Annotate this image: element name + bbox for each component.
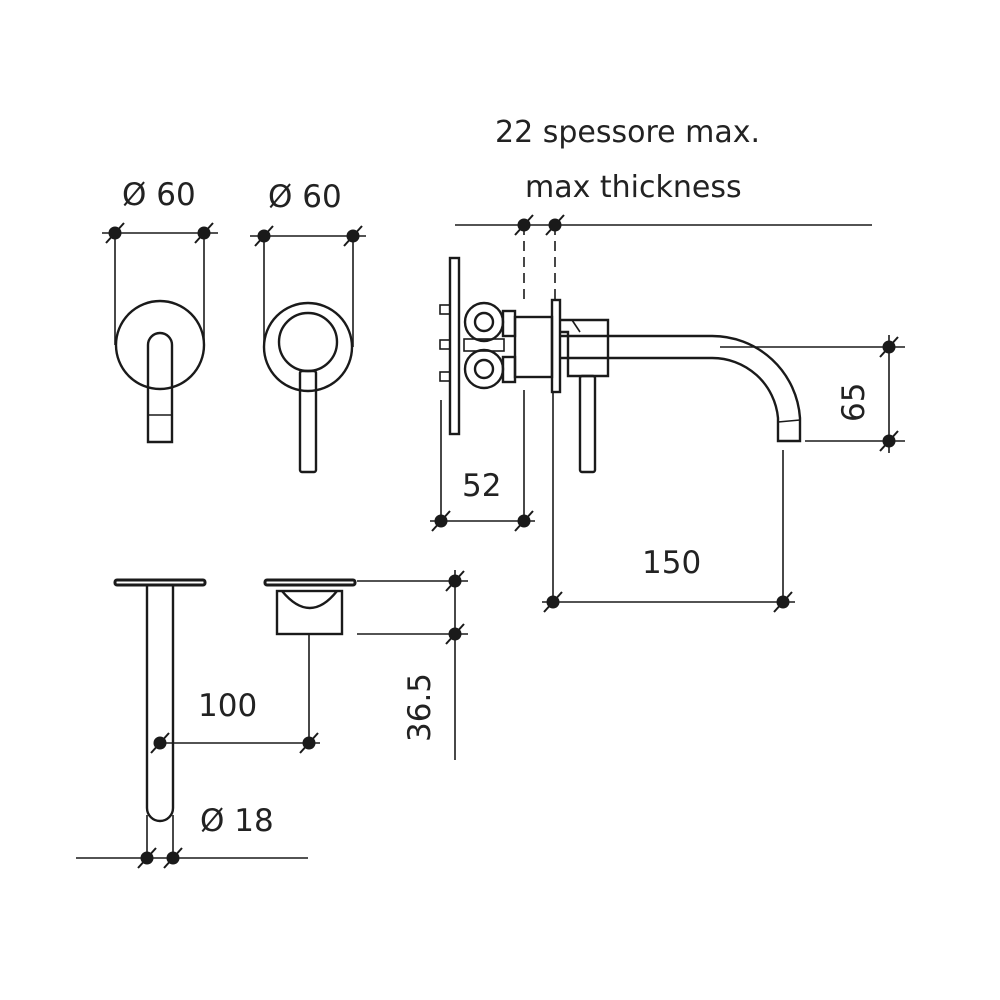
- plan-view-spout: [113, 578, 207, 823]
- dimension-52: 52: [430, 390, 535, 532]
- dia-18-label: Ø 18: [200, 803, 274, 839]
- dimension-dia-18: Ø 18: [76, 803, 308, 869]
- dimension-150: 150: [542, 392, 795, 613]
- front-view-handle-ring: [262, 301, 354, 474]
- thickness-note-it: 22 spessore max.: [495, 115, 760, 150]
- front-view-handle-lever: [114, 299, 206, 444]
- dimension-36-5: 36.5: [357, 570, 468, 760]
- dimension-dia-right: Ø 60: [250, 179, 366, 347]
- dia-left-label: Ø 60: [122, 177, 196, 213]
- dia-right-label: Ø 60: [268, 179, 342, 215]
- dimension-65: 65: [720, 335, 905, 453]
- dim-65-label: 65: [836, 383, 872, 422]
- dim-100-label: 100: [198, 688, 257, 724]
- dim-52-label: 52: [462, 468, 501, 504]
- wall-thickness-reference: [455, 214, 872, 300]
- side-view-body: [439, 256, 802, 474]
- thickness-note-en: max thickness: [525, 170, 742, 205]
- dimension-100: 100: [150, 634, 320, 754]
- dim-150-label: 150: [642, 545, 701, 581]
- plan-view-lever: [263, 578, 357, 636]
- dim-36-5-label: 36.5: [402, 673, 438, 742]
- dimension-dia-left: Ø 60: [102, 177, 218, 345]
